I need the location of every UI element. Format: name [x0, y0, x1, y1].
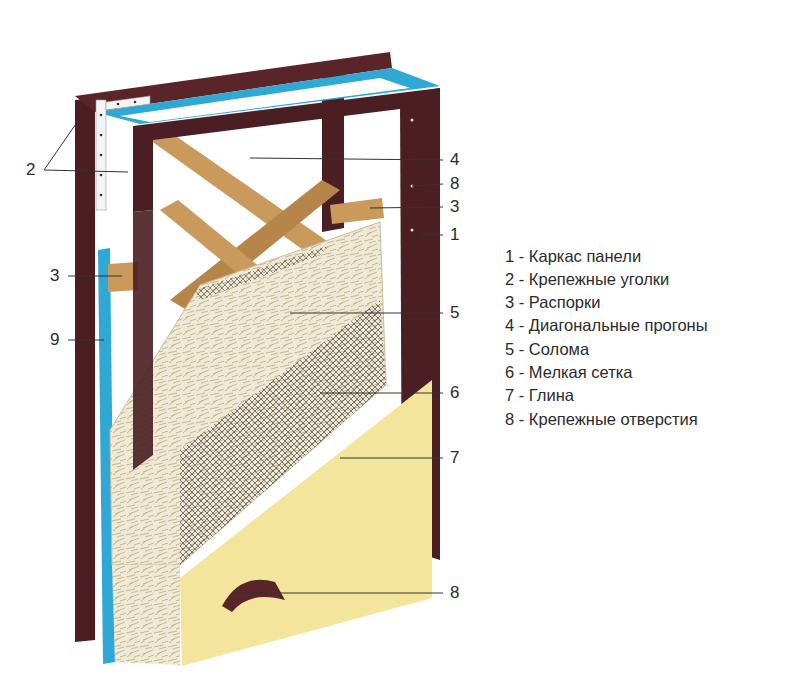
callout-number: 5 — [450, 303, 459, 323]
legend-line: 8 - Крепежные отверстия — [505, 409, 698, 429]
clay-layer — [180, 380, 432, 666]
front-post — [133, 126, 153, 212]
callout-number: 1 — [450, 225, 459, 245]
corner-bracket — [96, 100, 106, 210]
callout-number: 2 — [26, 160, 35, 180]
spacer — [330, 198, 384, 224]
callout-number: 8 — [450, 174, 459, 194]
back-post — [75, 98, 95, 642]
legend-line: 1 - Каркас панели — [505, 246, 641, 266]
legend-line: 5 - Солома — [505, 339, 589, 359]
callout-number: 4 — [450, 150, 459, 170]
callout-number: 6 — [450, 383, 459, 403]
fastening-hole — [222, 580, 285, 612]
front-top-bar — [133, 88, 440, 140]
straw — [112, 565, 180, 665]
callout-number: 8 — [450, 583, 459, 603]
legend-line: 6 - Мелкая сетка — [505, 362, 633, 382]
legend-line: 3 - Распорки — [505, 292, 600, 312]
callout-number: 3 — [50, 266, 59, 286]
corner-bracket — [106, 96, 150, 110]
callout-number: 7 — [450, 448, 459, 468]
mesh — [195, 245, 330, 300]
legend-line: 2 - Крепежные уголки — [505, 269, 669, 289]
front-post — [133, 210, 153, 470]
callout-number: 3 — [450, 197, 459, 217]
leader-lines — [44, 118, 443, 593]
callout-number: 9 — [50, 330, 59, 350]
legend-line: 4 - Диагональные прогоны — [505, 315, 708, 335]
legend-line: 7 - Глина — [505, 385, 574, 405]
